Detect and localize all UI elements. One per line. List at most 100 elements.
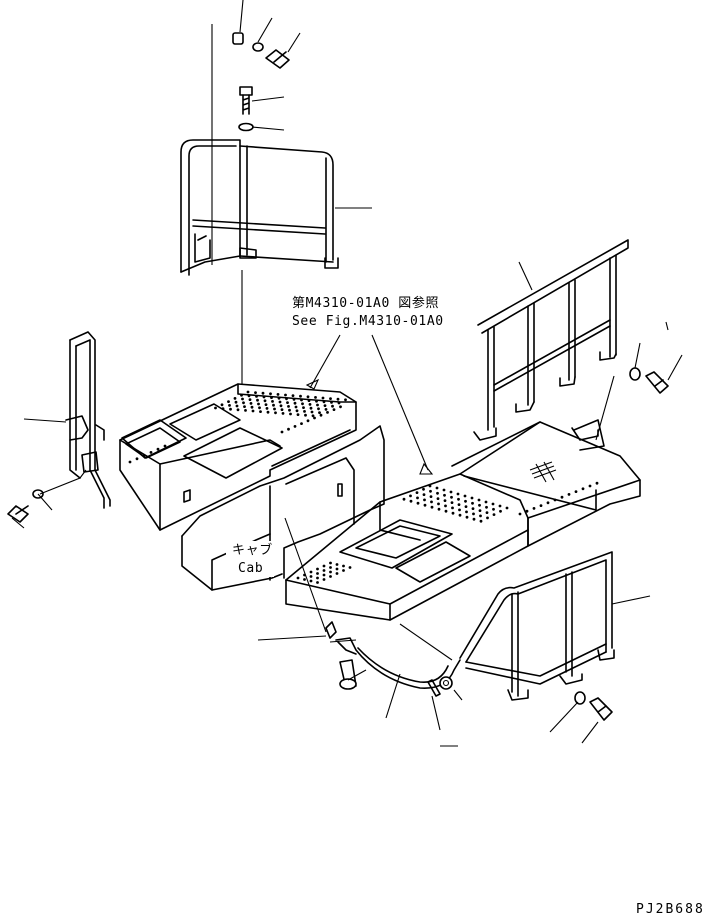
perforation-hole <box>308 403 312 406</box>
perforation-hole <box>264 403 268 406</box>
perforation-hole <box>233 397 237 400</box>
perforation-hole <box>241 397 244 401</box>
perforation-hole <box>329 566 332 569</box>
perforation-hole <box>257 402 260 406</box>
pin-part <box>427 679 441 697</box>
perforation-hole <box>463 494 467 498</box>
perforation-hole <box>322 564 326 568</box>
perforation-hole <box>292 398 296 401</box>
perforation-hole <box>314 396 317 399</box>
right-bottom-handrail-part <box>459 551 615 701</box>
perforation-hole <box>329 570 332 574</box>
perforation-hole <box>265 407 269 410</box>
perforation-hole <box>256 398 259 402</box>
perforation-hole <box>423 503 427 507</box>
perforation-hole <box>422 493 426 496</box>
perforation-hole <box>428 484 432 488</box>
perforation-hole <box>472 512 475 516</box>
perforation-hole <box>450 495 453 499</box>
perforation-hole <box>336 397 340 401</box>
perforation-hole <box>309 570 313 574</box>
perforation-hole <box>272 403 275 407</box>
bolt-part <box>7 505 29 523</box>
perforation-hole <box>263 399 267 403</box>
washer-part <box>574 691 586 705</box>
perforation-hole <box>296 576 300 580</box>
perforation-hole <box>306 419 310 423</box>
perforation-hole <box>156 447 160 451</box>
perforation-hole <box>266 410 270 414</box>
right-deck-panel <box>285 419 641 621</box>
bolt-part <box>645 371 669 394</box>
reference-note-en: See Fig.M4310-01A0 <box>292 314 444 329</box>
upper-washer <box>238 122 254 132</box>
perforation-hole <box>300 398 303 402</box>
perforation-hole <box>309 575 313 578</box>
perforation-grid-left <box>128 390 347 464</box>
perforation-hole <box>293 425 297 428</box>
perforation-hole <box>280 408 284 411</box>
perforation-hole <box>277 396 281 400</box>
perforation-hole <box>281 412 285 415</box>
perforation-hole <box>251 409 255 413</box>
perforation-hole <box>505 506 509 510</box>
leader-lines <box>11 0 683 747</box>
perforation-hole <box>280 430 284 434</box>
perforation-hole <box>316 576 319 580</box>
perforation-hole <box>250 405 254 409</box>
perforation-hole <box>317 407 320 411</box>
perforation-hole <box>471 507 475 510</box>
nut-part <box>232 32 244 45</box>
perforation-hole <box>255 395 258 398</box>
perforation-hole <box>311 414 315 418</box>
perforation-hole <box>284 393 287 397</box>
perforation-hole <box>249 402 253 405</box>
perforation-hole <box>456 492 460 496</box>
perforation-hole <box>279 404 283 408</box>
perforation-hole <box>322 400 326 404</box>
perforation-hole <box>457 497 460 501</box>
perforation-hole <box>289 412 292 416</box>
perforation-hole <box>416 496 419 500</box>
perforation-hole <box>294 405 298 409</box>
drawing-code: PJ2B688 <box>636 902 705 917</box>
cab-label-backing <box>226 541 274 577</box>
perforation-hole <box>301 402 304 406</box>
perforation-hole <box>135 457 139 461</box>
cab-label-jp: キャブ <box>232 543 273 558</box>
perforation-hole <box>335 572 339 575</box>
perforation-hole <box>295 409 299 413</box>
perforation-hole <box>228 404 231 407</box>
perforation-hole <box>595 481 599 485</box>
perforation-hole <box>329 575 332 578</box>
perforation-hole <box>342 569 345 572</box>
perforation-hole <box>291 394 295 397</box>
perforation-hole <box>293 401 297 405</box>
perforation-hole <box>278 400 282 404</box>
grommet-part <box>439 676 453 690</box>
perforation-hole <box>423 498 426 502</box>
perforation-hole <box>288 408 291 412</box>
perforation-hole <box>478 509 482 512</box>
perforation-hole <box>259 410 262 413</box>
perforation-hole <box>220 403 224 407</box>
perforation-hole <box>415 491 419 494</box>
perforation-hole <box>261 391 265 395</box>
perforation-hole <box>479 519 483 523</box>
perforation-hole <box>472 517 476 521</box>
perforation-hole <box>323 404 327 407</box>
perforation-hole <box>430 505 434 509</box>
perforation-hole <box>451 511 455 515</box>
perforation-hole <box>142 454 146 457</box>
cab-label-en: Cab <box>238 561 264 576</box>
right-top-handrail-part <box>473 239 629 441</box>
perforation-hole <box>429 495 433 498</box>
perforation-hole <box>339 405 342 409</box>
perforation-hole <box>271 400 274 403</box>
perforation-hole <box>285 397 288 401</box>
perforation-hole <box>315 399 318 403</box>
perforation-hole <box>342 564 345 568</box>
left-deck-panel <box>119 383 357 531</box>
perforation-hole <box>457 503 461 506</box>
